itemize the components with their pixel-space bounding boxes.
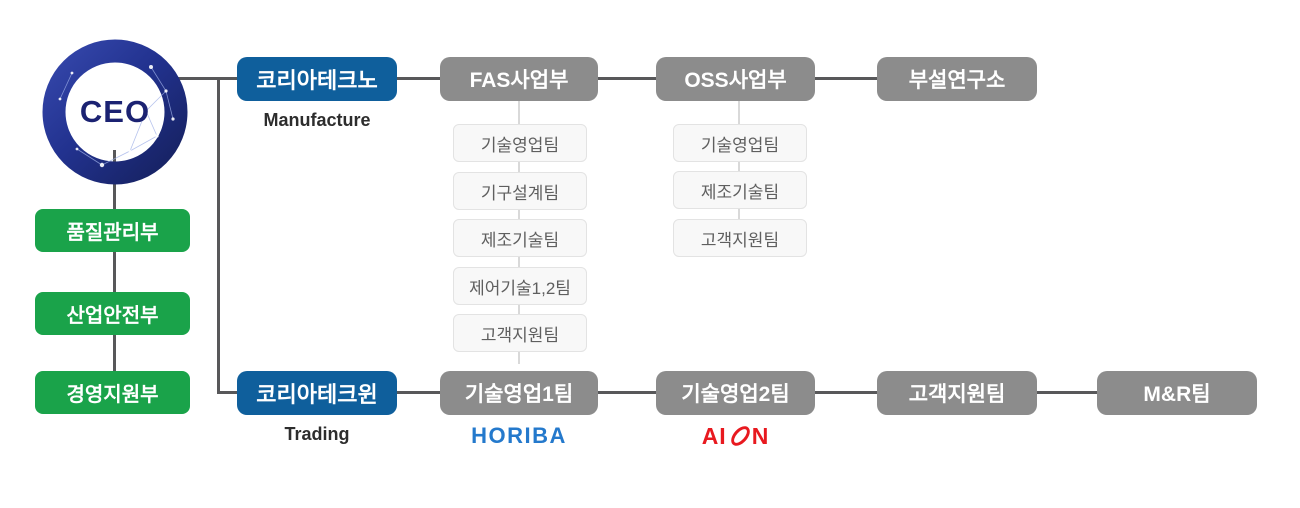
oss-team-label: 기술영업팀 <box>700 135 780 155</box>
oss-division-box: OSS사업부 <box>656 57 815 101</box>
quality-dept-label: 품질관리부 <box>66 222 159 244</box>
quality-dept-box: 품질관리부 <box>35 209 190 252</box>
horiba-logo: HORIBA <box>471 423 567 448</box>
mr-team-box: M&R팀 <box>1097 371 1257 415</box>
oss-team-box: 고객지원팀 <box>673 219 807 257</box>
koreatechwin-label: 코리아테크윈 <box>256 382 378 407</box>
mr-team-label: M&R팀 <box>1143 383 1211 406</box>
customer-support-team-label: 고객지원팀 <box>908 383 1006 406</box>
koreatechwin-box: 코리아테크윈 <box>237 371 397 415</box>
fas-team-box: 제조기술팀 <box>453 219 587 257</box>
management-support-dept-label: 경영지원부 <box>66 384 159 406</box>
fas-team-label: 제어기술1,2팀 <box>469 278 571 298</box>
sales-team1-box: 기술영업1팀 <box>440 371 598 415</box>
fas-team-box: 고객지원팀 <box>453 314 587 352</box>
sales-team2-box: 기술영업2팀 <box>656 371 815 415</box>
fas-team-label: 고객지원팀 <box>480 325 560 345</box>
customer-support-team-box: 고객지원팀 <box>877 371 1037 415</box>
aion-ellipse-icon <box>727 422 754 449</box>
oss-team-box: 제조기술팀 <box>673 171 807 209</box>
aion-logo-left: AI <box>701 423 727 449</box>
fas-team-label: 제조기술팀 <box>480 230 560 250</box>
koreatechno-box: 코리아테크노 <box>237 57 397 101</box>
ceo-ring-graphic <box>42 39 188 185</box>
fas-team-box: 제어기술1,2팀 <box>453 267 587 305</box>
fas-team-label: 기구설계팀 <box>480 183 560 203</box>
trading-label: Trading <box>284 424 350 444</box>
research-institute-box: 부설연구소 <box>877 57 1037 101</box>
aion-logo: AI N <box>656 422 815 450</box>
aion-logo-right: N <box>751 423 770 449</box>
fas-team-label: 기술영업팀 <box>480 135 560 155</box>
fas-division-label: FAS사업부 <box>469 69 569 92</box>
industrial-safety-dept-box: 산업안전부 <box>35 292 190 335</box>
fas-team-box: 기술영업팀 <box>453 124 587 162</box>
industrial-safety-dept-label: 산업안전부 <box>66 305 159 327</box>
fas-division-box: FAS사업부 <box>440 57 598 101</box>
research-institute-label: 부설연구소 <box>908 69 1006 92</box>
oss-team-label: 제조기술팀 <box>700 182 780 202</box>
connector-trunk-vertical <box>217 77 220 394</box>
connector-ceo-stem <box>113 150 116 393</box>
oss-division-label: OSS사업부 <box>684 69 787 92</box>
sales-team1-label: 기술영업1팀 <box>464 383 574 406</box>
ceo-label: CEO <box>79 94 151 129</box>
koreatechno-label: 코리아테크노 <box>256 68 378 93</box>
oss-team-label: 고객지원팀 <box>700 230 780 250</box>
ceo-node: CEO <box>42 39 188 185</box>
fas-team-box: 기구설계팀 <box>453 172 587 210</box>
management-support-dept-box: 경영지원부 <box>35 371 190 414</box>
sales-team2-label: 기술영업2팀 <box>681 383 790 406</box>
oss-team-box: 기술영업팀 <box>673 124 807 162</box>
manufacture-label: Manufacture <box>263 110 371 130</box>
constellation-dots <box>58 65 175 168</box>
